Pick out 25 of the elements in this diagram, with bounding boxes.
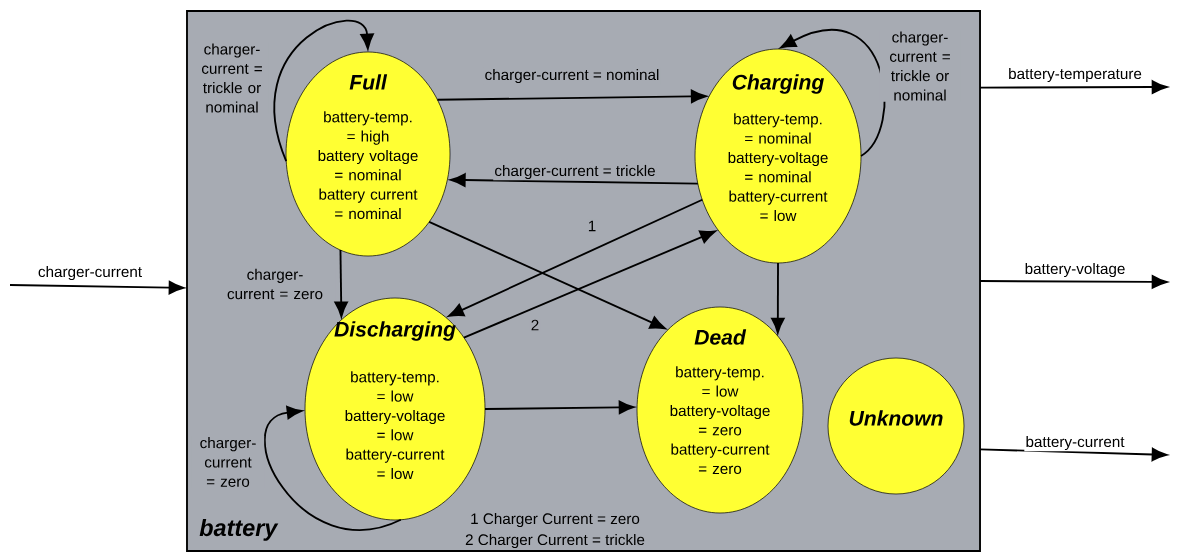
edge-label: charger-current = zero bbox=[191, 435, 265, 489]
arrow bbox=[273, 19, 374, 163]
arrow bbox=[334, 249, 348, 318]
arrow bbox=[771, 262, 785, 334]
edge-label: charger-current = trickle or nominal bbox=[195, 42, 269, 114]
edge-label: 1 bbox=[586, 219, 598, 233]
edge-label: charger-current = trickle or nominal bbox=[879, 30, 961, 102]
arrow bbox=[263, 405, 402, 531]
edge-label: battery-temperature bbox=[1006, 66, 1144, 84]
arrow bbox=[484, 400, 635, 415]
edge-label: 2 bbox=[529, 318, 541, 332]
note-text: 2 Charger Current = trickle bbox=[465, 533, 645, 549]
arrow bbox=[428, 221, 666, 330]
arrow bbox=[9, 280, 185, 295]
arrow bbox=[436, 89, 707, 104]
edge-label: battery-current bbox=[1024, 434, 1126, 452]
arrow bbox=[780, 29, 886, 157]
arrow bbox=[979, 80, 1168, 94]
edge-label: charger-current bbox=[36, 264, 144, 282]
arrow bbox=[979, 275, 1168, 289]
arrow bbox=[449, 173, 699, 187]
arrow bbox=[979, 447, 1168, 462]
arrow bbox=[448, 198, 704, 317]
arrow bbox=[463, 230, 716, 339]
edge-label: battery-voltage bbox=[1023, 261, 1127, 279]
